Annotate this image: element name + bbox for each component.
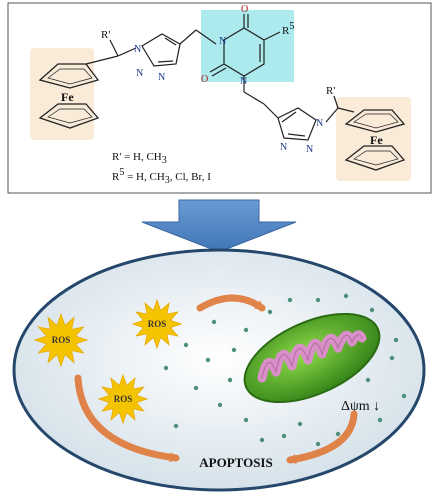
fe-left-label: Fe (61, 90, 74, 104)
particle-dot (365, 377, 371, 383)
particle-dot (315, 297, 321, 303)
fe-right-label: Fe (370, 133, 383, 147)
apoptosis-label: APOPTOSIS (199, 455, 272, 470)
particle-dot (163, 365, 169, 371)
left-ch2-bonds (179, 29, 217, 45)
uracil-o-top: O (241, 4, 248, 15)
ferrocene-highlight-left (30, 48, 94, 140)
ros-label-3: ROS (114, 394, 133, 404)
particle-dot (297, 421, 303, 427)
particle-dot (267, 309, 273, 315)
r-prime-left: R' (101, 29, 110, 41)
arrow-ros-to-mito (196, 294, 266, 312)
triazole-right (277, 107, 317, 141)
particle-dot (335, 431, 341, 437)
left-linker-bonds (85, 39, 137, 65)
particle-dot (377, 417, 383, 423)
membrane-potential-label: Δψm ↓ (341, 399, 380, 414)
uracil-ring (209, 14, 281, 92)
mitochondrion (243, 312, 381, 404)
r-prime-right: R' (326, 85, 335, 97)
triazole-left-n3: N (158, 72, 165, 83)
particle-dot (205, 357, 211, 363)
particle-dot (369, 307, 375, 313)
particle-dot (217, 402, 223, 408)
particle-dot (343, 293, 349, 299)
r5-label: R5 (282, 21, 294, 37)
ros-star-3: ROS (97, 373, 149, 425)
uracil-o-bottom: O (201, 74, 208, 85)
particle-dot (243, 327, 249, 333)
ros-label-1: ROS (52, 335, 71, 345)
particle-dot (183, 342, 189, 348)
arrow-mito-to-apoptosis (286, 410, 358, 464)
particle-dot (401, 393, 407, 399)
ros-star-2: ROS (131, 298, 183, 350)
triazole-left-n2: N (136, 68, 143, 79)
triazole-left (141, 33, 181, 67)
triazole-right-n2: N (306, 144, 313, 155)
particle-dot (259, 437, 265, 443)
particle-dot (231, 347, 237, 353)
particle-dot (393, 337, 399, 343)
particle-dot (281, 433, 287, 439)
triazole-left-n1: N (134, 44, 141, 55)
ros-star-1: ROS (33, 312, 89, 368)
ros-label-2: ROS (148, 319, 167, 329)
particle-dot (227, 377, 233, 383)
curved-arrows (74, 294, 358, 464)
cell-ellipse (12, 248, 426, 492)
uracil-n3: N (219, 36, 226, 47)
legend-r-prime: R' = H, CH3 (112, 151, 167, 166)
particle-dot (389, 355, 395, 361)
triazole-right-n3: N (280, 142, 287, 153)
particle-dot (193, 385, 199, 391)
legend-r5: R5 = H, CH3, Cl, Br, I (112, 167, 211, 186)
ferrocene-left (38, 63, 100, 129)
ferrocene-right (344, 109, 406, 171)
particle-dot (243, 417, 249, 423)
uracil-n1: N (240, 76, 247, 87)
arrow-ros-to-apoptosis (74, 374, 180, 463)
particle-dot (173, 423, 179, 429)
particle-dots (163, 293, 407, 447)
triazole-right-n1: N (316, 118, 323, 129)
particle-dot (287, 297, 293, 303)
particle-dot (211, 319, 217, 325)
right-ch2-bonds (243, 91, 279, 119)
down-arrow (141, 199, 297, 253)
right-linker-bonds (325, 95, 355, 123)
particle-dot (315, 441, 321, 447)
